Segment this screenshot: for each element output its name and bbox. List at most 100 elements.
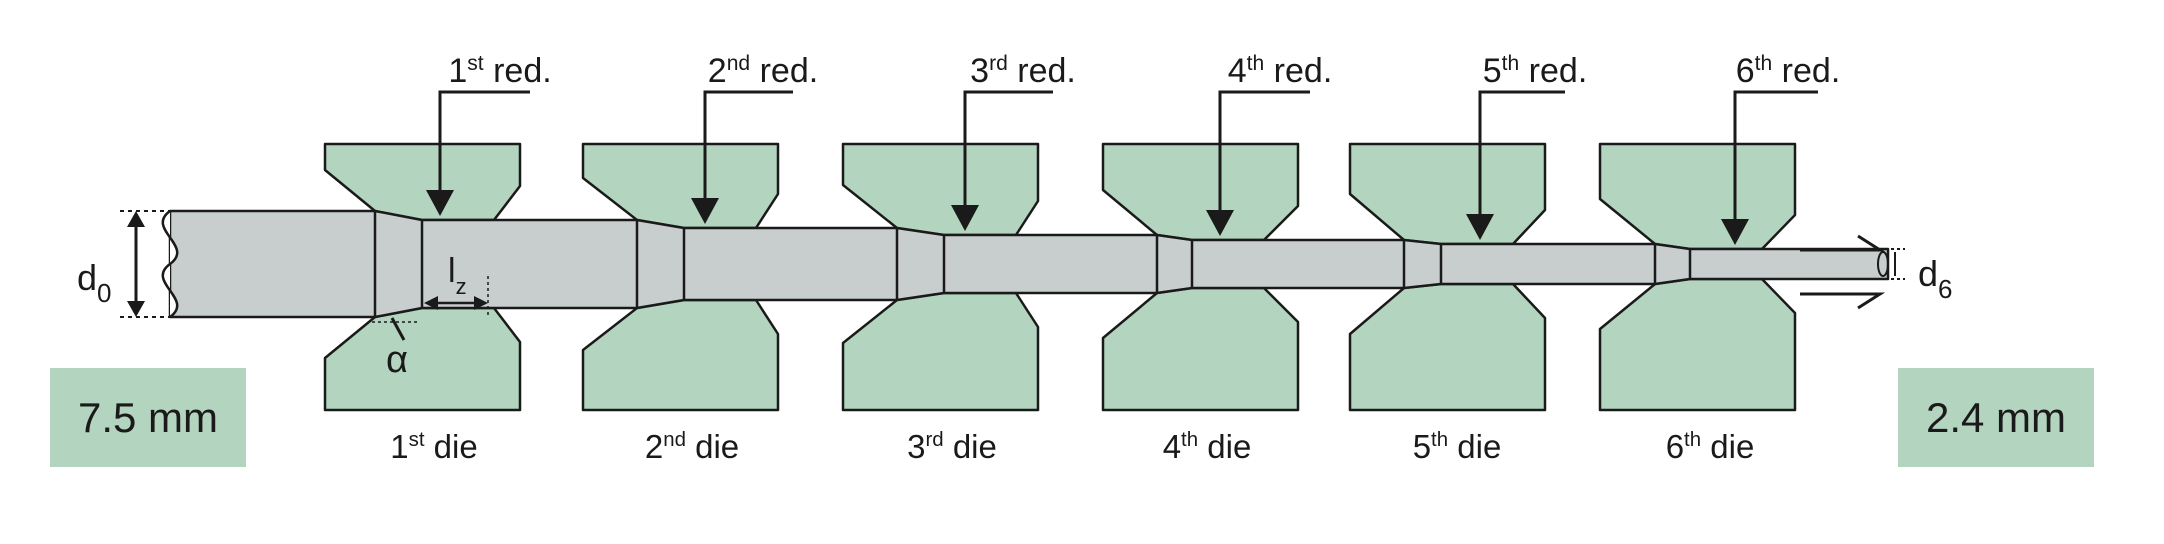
reduction-label-5: 5th red. [1483, 52, 1588, 90]
label-superscript: rd [925, 428, 943, 451]
label-superscript: rd [989, 52, 1008, 75]
alpha-label: α [386, 339, 408, 381]
die-lower-half [581, 298, 780, 412]
d0-arrowhead-bottom [127, 301, 145, 317]
label-word: die [425, 428, 478, 465]
label-number: 5 [1413, 428, 1431, 465]
die-lower-half [1598, 277, 1797, 412]
output-size-label: 2.4 mm [1925, 393, 2067, 441]
die-lower-half [841, 291, 1040, 412]
die-upper-half [581, 142, 780, 230]
reduction-label-1: 1st red. [448, 52, 551, 90]
label-word: red. [1008, 52, 1076, 90]
wire-profile [168, 209, 1890, 319]
reduction-arrow-1 [426, 90, 530, 216]
label-number: 1 [448, 52, 467, 90]
label-number: 6 [1666, 428, 1684, 465]
lz-base: l [448, 252, 456, 290]
reduction-arrow-5 [1466, 90, 1565, 240]
lz-arrowhead-right [474, 296, 488, 310]
input-size-badge: 7.5 mm [50, 368, 246, 467]
output-size-badge: 2.4 mm [1898, 368, 2094, 467]
reduction-arrow-3 [951, 90, 1053, 231]
pull-arrow-bottom [1800, 292, 1886, 310]
lz-arrowhead-left [424, 296, 438, 310]
label-superscript: st [467, 52, 484, 75]
arrow-line [963, 90, 1053, 207]
label-superscript: th [1755, 52, 1773, 75]
die-upper-half [1101, 142, 1300, 242]
arrow-head [1206, 210, 1234, 236]
die-label-3: 3rd die [907, 428, 997, 465]
lz-label: lz [448, 252, 467, 299]
arrow-line [1733, 90, 1818, 221]
label-number: 2 [645, 428, 663, 465]
die-upper-half [1348, 142, 1547, 246]
d0-base: d [77, 257, 97, 298]
d6-label: d6 [1918, 253, 1953, 304]
label-number: 4 [1163, 428, 1181, 465]
d6-subscript: 6 [1938, 274, 1952, 304]
label-superscript: th [1181, 428, 1198, 451]
wire-layer [161, 209, 1890, 319]
label-superscript: th [1502, 52, 1520, 75]
label-number: 5 [1483, 52, 1502, 90]
pull-arrow-top [1800, 234, 1886, 252]
die-label-1: 1st die [390, 428, 477, 465]
reduction-label-3: 3rd red. [970, 52, 1076, 90]
arrow-line [1218, 90, 1310, 212]
label-superscript: nd [727, 52, 750, 75]
label-number: 1 [390, 428, 408, 465]
die-1 [323, 142, 522, 412]
alpha-marker [390, 317, 406, 341]
reduction-label-2: 2nd red. [708, 52, 818, 90]
label-number: 6 [1736, 52, 1755, 90]
reduction-arrows [426, 90, 1818, 245]
label-word: die [1198, 428, 1251, 465]
d0-arrowhead-top [127, 211, 145, 227]
label-word: red. [1772, 52, 1840, 90]
label-number: 4 [1228, 52, 1247, 90]
label-word: die [686, 428, 739, 465]
label-word: red. [1264, 52, 1332, 90]
wire-break-symbol [161, 209, 179, 319]
label-superscript: th [1431, 428, 1448, 451]
die-lower-half [323, 306, 522, 412]
arrow-head [1721, 219, 1749, 245]
arrow-head [951, 205, 979, 231]
dies-layer [323, 142, 1797, 412]
die-label-4: 4th die [1163, 428, 1252, 465]
lz-subscript: z [456, 274, 467, 299]
die-label-5: 5th die [1413, 428, 1502, 465]
die-label-2: 2nd die [645, 428, 739, 465]
label-superscript: st [409, 428, 425, 451]
arrow-head [691, 198, 719, 224]
label-word: red. [1519, 52, 1587, 90]
label-number: 2 [708, 52, 727, 90]
d0-subscript: 0 [97, 278, 111, 308]
arrow-head [1466, 214, 1494, 240]
die-4 [1101, 142, 1300, 412]
label-superscript: th [1684, 428, 1701, 451]
die-lower-half [1101, 286, 1300, 412]
reduction-label-4: 4th red. [1228, 52, 1333, 90]
die-3 [841, 142, 1040, 412]
label-word: red. [750, 52, 818, 90]
arrow-head [426, 190, 454, 216]
label-superscript: nd [663, 428, 686, 451]
label-word: red. [484, 52, 552, 90]
arrow-line [438, 90, 530, 192]
input-size-label: 7.5 mm [77, 393, 219, 441]
reduction-label-6: 6th red. [1736, 52, 1841, 90]
labels-layer: 1st red.2nd red.3rd red.4th red.5th red.… [390, 52, 1840, 465]
label-word: die [944, 428, 997, 465]
d6-base: d [1918, 253, 1938, 294]
label-number: 3 [907, 428, 925, 465]
d0-label: d0 [77, 257, 112, 308]
reduction-arrow-4 [1206, 90, 1310, 236]
die-label-6: 6th die [1666, 428, 1755, 465]
reduction-arrow-6 [1721, 90, 1818, 245]
arrow-line [703, 90, 793, 200]
